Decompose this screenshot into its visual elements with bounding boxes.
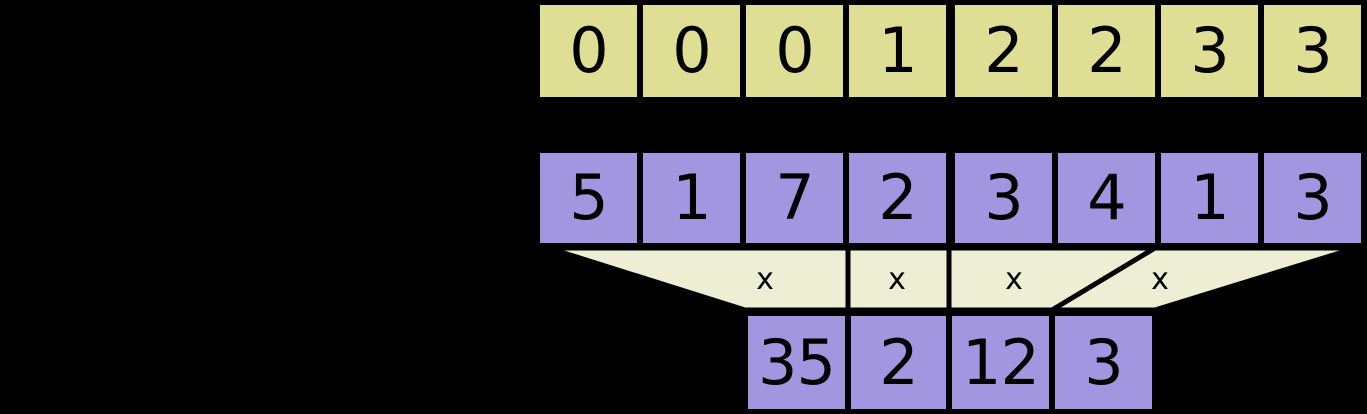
index-cell: 3 (1261, 2, 1364, 100)
result-cell: 12 (949, 313, 1052, 412)
index-cell: 0 (537, 2, 640, 100)
connector-divider-diagonal (1050, 245, 1157, 313)
value-cell: 2 (846, 150, 949, 246)
result-cell: 3 (1052, 313, 1155, 412)
index-cell: 0 (743, 2, 846, 100)
index-cell: 1 (846, 2, 949, 100)
index-cell: 2 (1055, 2, 1158, 100)
value-cell: 4 (1055, 150, 1158, 246)
value-cell: 7 (743, 150, 846, 246)
result-cell: 2 (848, 313, 949, 412)
value-cell: 3 (1261, 150, 1364, 246)
value-cell: 1 (640, 150, 743, 246)
index-cell: 3 (1158, 2, 1261, 100)
value-cell: 1 (1158, 150, 1261, 246)
value-cell: 3 (952, 150, 1055, 246)
index-cell: 2 (952, 2, 1055, 100)
index-cell: 0 (640, 2, 743, 100)
result-cell: 35 (745, 313, 848, 412)
value-cell: 5 (537, 150, 640, 246)
connector-trapezoid (547, 245, 1357, 313)
